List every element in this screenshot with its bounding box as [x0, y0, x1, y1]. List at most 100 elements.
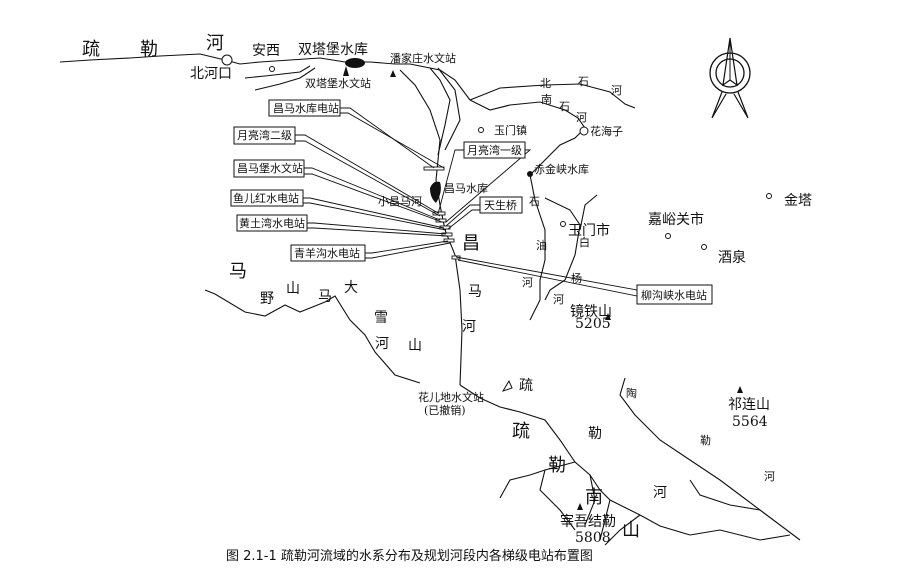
- shule-river-main: [59, 53, 471, 101]
- tributary: [469, 83, 636, 109]
- mountain-label: 山: [622, 520, 640, 541]
- mountain-label: 马: [318, 289, 332, 305]
- hydro-station-icon: [390, 70, 396, 77]
- river-label: 河: [576, 111, 587, 124]
- station-box: [463, 141, 526, 159]
- river-label: 勒: [700, 434, 711, 447]
- river-label: 河: [553, 293, 564, 306]
- station-label: 天生桥: [484, 198, 517, 212]
- hydro-station-icon: [501, 379, 513, 392]
- reservoir-icon: [527, 171, 533, 177]
- tributary: [579, 194, 598, 231]
- reservoir-icon: [345, 58, 365, 68]
- station-box: [236, 214, 308, 232]
- river-label: 河: [653, 485, 667, 501]
- river-label: 石: [529, 195, 540, 208]
- river-label: 河: [462, 319, 476, 335]
- mountain-label: 山: [286, 281, 300, 297]
- river-label: 疏: [82, 39, 100, 60]
- river-label: 马: [468, 284, 482, 300]
- changma-lower: [454, 254, 463, 386]
- elevation-label: 5205: [575, 316, 611, 332]
- tributary: [437, 67, 461, 151]
- shule-lower: [459, 384, 691, 536]
- place-label: 双塔堡水库: [298, 42, 368, 58]
- hydro-station-icon: [343, 66, 349, 76]
- place-label: 金塔: [784, 193, 812, 209]
- station-callouts: [295, 107, 638, 297]
- mountain-label: 马: [229, 261, 247, 282]
- mountain-label: 山: [408, 338, 422, 354]
- tributary: [539, 469, 576, 531]
- river-label: 北: [540, 77, 551, 90]
- mountain-label: 雪: [374, 310, 388, 326]
- yumen-city-marker: [560, 221, 566, 227]
- place-label: 昌马水库: [444, 182, 488, 195]
- dam-markers: [423, 166, 461, 260]
- river-label: 疏: [519, 378, 533, 394]
- place-label: 昌: [462, 233, 480, 254]
- peak-icon: [605, 313, 611, 320]
- station-box: [636, 284, 713, 305]
- place-label: 花海子: [590, 124, 623, 138]
- river-label: 河: [522, 276, 533, 289]
- taole-river: [619, 377, 801, 541]
- tributary: [584, 474, 596, 526]
- reservoir-icon: [430, 181, 441, 203]
- station-box: [268, 99, 341, 117]
- mountain-label: 野: [260, 291, 274, 307]
- station-box: [479, 196, 523, 214]
- place-label: 玉门市: [568, 222, 610, 239]
- river-label: 河: [611, 84, 622, 97]
- peak-icon: [737, 386, 743, 393]
- river-label: 白: [579, 235, 590, 249]
- baiyang-river: [544, 197, 581, 301]
- dashuehe-mountain: [204, 289, 421, 384]
- place-label: 潘家庄水文站: [390, 51, 456, 65]
- river-label: 石: [559, 100, 570, 113]
- station-box: [233, 126, 296, 145]
- mountain-label: 勒: [548, 455, 566, 476]
- river-label: 杨: [571, 271, 582, 285]
- jinta-marker: [766, 193, 772, 199]
- place-label: (已撤销): [424, 403, 466, 417]
- jiayuguan-marker: [665, 233, 671, 239]
- tributary: [604, 514, 641, 546]
- station-box: [230, 189, 304, 207]
- river-label: 勒: [588, 426, 602, 442]
- beihekou-marker: [221, 54, 233, 66]
- river-label: 南: [541, 93, 552, 106]
- place-label: 玉门镇: [494, 123, 527, 137]
- station-label: 月亮湾二级: [237, 128, 292, 142]
- river-label: 小昌马河: [378, 195, 422, 208]
- mountain-label: 疏: [512, 421, 530, 442]
- station-label: 黄土湾水电站: [239, 216, 305, 230]
- station-label: 昌马水库电站: [273, 101, 339, 115]
- river-label: 石: [578, 75, 589, 88]
- place-label: 花儿地水文站: [418, 390, 484, 404]
- station-box: [233, 159, 305, 178]
- station-box: [290, 244, 366, 262]
- elevation-label: 5564: [732, 414, 768, 430]
- north-arrow-icon: [709, 37, 751, 119]
- place-label: 赤金峡水库: [534, 162, 589, 176]
- station-label: 青羊沟水电站: [294, 246, 360, 260]
- tributary: [499, 461, 576, 499]
- tributary: [689, 529, 791, 541]
- tributary: [254, 67, 316, 91]
- river-label: 河: [764, 470, 775, 483]
- peak-icon: [577, 503, 583, 510]
- tributary: [689, 479, 761, 511]
- mountain-label: 大: [344, 280, 358, 296]
- tributary: [429, 67, 451, 156]
- tributary: [599, 499, 611, 541]
- figure-caption: 图 2.1-1 疏勒河流域的水系分布及规划河段内各梯级电站布置图: [226, 548, 593, 564]
- station-label: 柳沟峡水电站: [641, 288, 707, 302]
- mountain-label: 南: [585, 487, 603, 508]
- mountain-label: 河: [375, 336, 389, 352]
- river-label: 勒: [140, 39, 158, 60]
- mountain-label: 镜铁山: [570, 304, 612, 320]
- river-lines: [59, 53, 801, 546]
- nanshi-river: [469, 99, 586, 321]
